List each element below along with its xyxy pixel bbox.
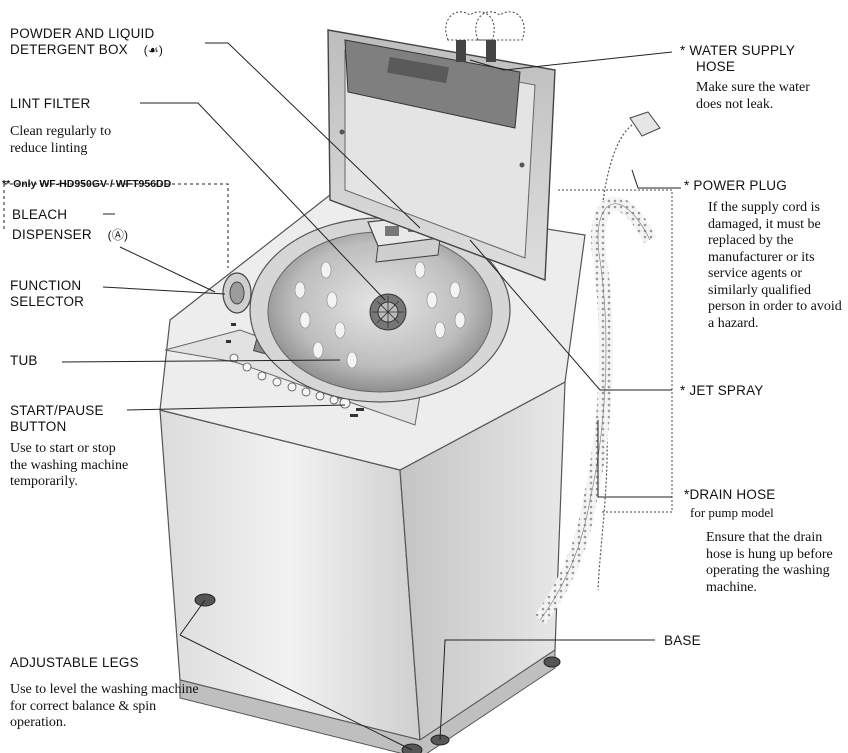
water-supply-taps	[445, 11, 525, 41]
power-plug-text: POWER PLUG	[693, 178, 787, 193]
leader-lines	[3, 42, 681, 751]
drain-hose-label: *DRAIN HOSE	[684, 487, 775, 503]
power-plug-label: * POWER PLUG	[684, 178, 787, 194]
power-plug-star: *	[684, 178, 690, 193]
adjustable-legs-desc: Use to level the washing machine for cor…	[10, 682, 199, 730]
jet-spray-star: *	[680, 383, 686, 398]
bleach-symbol-icon: (Ⓐ)	[107, 228, 129, 242]
water-supply-hose-line2: HOSE	[696, 59, 736, 74]
power-plug	[629, 111, 661, 137]
drain-hose-desc: Ensure that the drain hose is hung up be…	[706, 530, 833, 595]
tub-bumps	[294, 261, 466, 369]
drain-hose-star: *	[684, 487, 690, 502]
tub-label: TUB	[10, 353, 38, 368]
detergent-symbol-icon: (☙)	[143, 43, 164, 57]
function-selector-label: FUNCTION SELECTOR	[10, 278, 85, 309]
lint-filter-desc: Clean regularly to reduce linting	[10, 124, 112, 156]
start-pause-label: START/PAUSE BUTTON	[10, 403, 104, 434]
detergent-box-label: POWDER AND LIQUID DETERGENT BOX (☙)	[10, 26, 164, 57]
lint-filter-label: LINT FILTER	[10, 96, 91, 111]
detergent-box-label-line2: DETERGENT BOX	[10, 42, 128, 57]
drain-hose-sub: for pump model	[690, 505, 774, 520]
bleach-dispenser-label-line2: DISPENSER	[12, 227, 92, 242]
base-strip	[179, 649, 556, 753]
water-supply-hose-label: * WATER SUPPLY HOSE	[680, 43, 795, 75]
water-supply-hose-desc: Make sure the water does not leak.	[696, 80, 810, 112]
start-pause-desc: Use to start or stop the washing machine…	[10, 441, 129, 489]
model-note: ** Only WF-HD950GV / WFT956DD	[2, 178, 172, 190]
rear-outline	[558, 189, 673, 513]
panel-marks	[226, 323, 364, 417]
water-supply-hose-line1: WATER SUPPLY	[689, 43, 796, 58]
jet-spray-text: JET SPRAY	[689, 383, 764, 398]
power-plug-desc: If the supply cord is damaged, it must b…	[708, 200, 842, 331]
jet-spray-label: * JET SPRAY	[680, 383, 764, 399]
power-cord	[597, 124, 633, 591]
base-label: BASE	[664, 633, 701, 648]
bleach-dispenser-label: BLEACH DISPENSER (Ⓐ)	[12, 207, 129, 242]
drain-hose-text: DRAIN HOSE	[689, 487, 776, 502]
adjustable-legs-label: ADJUSTABLE LEGS	[10, 655, 139, 670]
water-supply-star: *	[680, 43, 686, 58]
